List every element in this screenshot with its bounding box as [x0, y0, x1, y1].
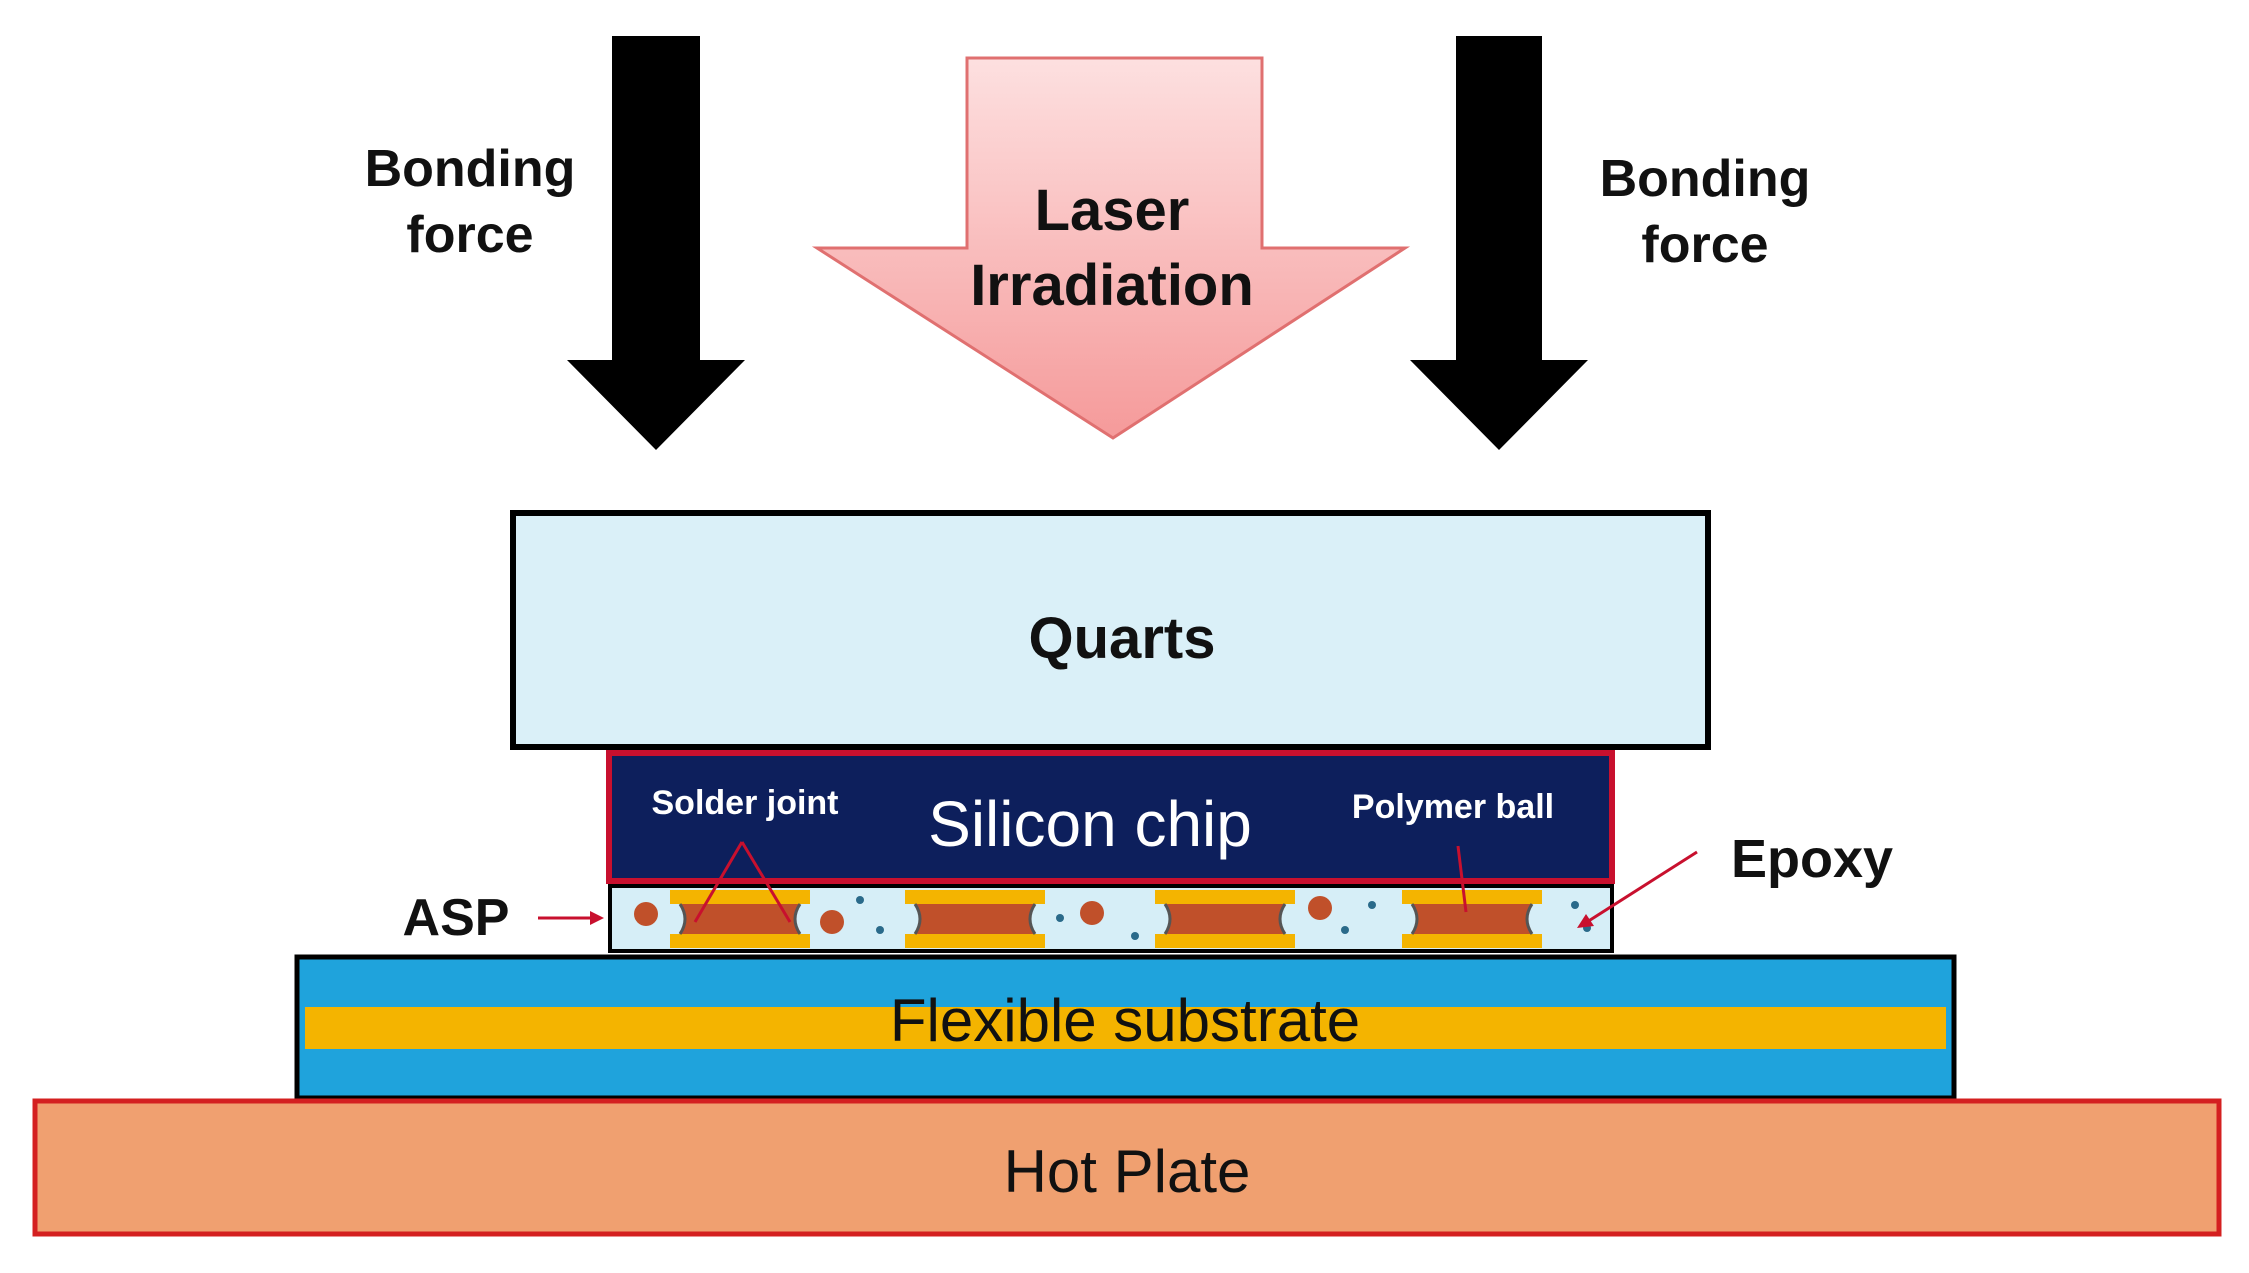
quarts-label: Quarts [1029, 606, 1216, 671]
polymer-ball-label: Polymer ball [1352, 788, 1554, 826]
epoxy-particle [1131, 932, 1139, 940]
laser-irradiation-arrow [811, 56, 1411, 440]
quarts-block [510, 510, 1711, 750]
solder-joint-edge [1163, 903, 1287, 935]
solder-pad-top [670, 890, 810, 904]
right-bonding-force-arrow [1410, 36, 1588, 450]
right-force-label-line1: Bonding [1600, 150, 1811, 208]
solder-joint-edge [1410, 903, 1534, 935]
asp-contents [634, 890, 1591, 948]
solder-joint [1412, 904, 1532, 934]
left-force-label-line1: Bonding [365, 140, 576, 198]
solder-joint [1165, 904, 1285, 934]
asp-label: ASP [403, 889, 510, 947]
solder-pad-bottom [1155, 934, 1295, 948]
epoxy-particle [1056, 914, 1064, 922]
polymer-ball-callout-line [1456, 845, 1468, 913]
solder-pad-bottom [670, 934, 810, 948]
epoxy-particle [1341, 926, 1349, 934]
hot-plate [32, 1098, 2222, 1237]
solder-pad-bottom [1402, 934, 1542, 948]
epoxy-particle [1571, 901, 1579, 909]
left-force-label-line2: force [406, 206, 533, 264]
solder-pad-top [1402, 890, 1542, 904]
flexible-substrate-core [305, 1007, 1946, 1049]
epoxy-particle [856, 896, 864, 904]
solder-pad-bottom [905, 934, 1045, 948]
polymer-ball [1080, 901, 1104, 925]
solder-joint-callout-line [693, 841, 744, 923]
solder-joint-label: Solder joint [652, 784, 839, 822]
flexible-substrate-label: Flexible substrate [890, 987, 1360, 1054]
left-bonding-force-arrow [567, 36, 745, 450]
laser-label-line1: Laser [1035, 178, 1190, 243]
solder-joint [680, 904, 800, 934]
polymer-ball [1308, 896, 1332, 920]
silicon-chip-label: Silicon chip [928, 788, 1252, 860]
solder-joint-edge [678, 903, 802, 935]
polymer-ball [634, 902, 658, 926]
hot-plate-label: Hot Plate [1004, 1138, 1251, 1205]
solder-joint-edge [913, 903, 1037, 935]
silicon-chip [606, 750, 1615, 884]
epoxy-callout-arrow-line [1586, 850, 1698, 924]
epoxy-particle [1368, 901, 1376, 909]
asp-callout-arrowhead [590, 911, 604, 925]
laser-label-line2: Irradiation [970, 253, 1254, 318]
solder-joint-callout-line [740, 841, 792, 923]
epoxy-particle [876, 926, 884, 934]
solder-pad-top [905, 890, 1045, 904]
polymer-ball [820, 910, 844, 934]
solder-joint [915, 904, 1035, 934]
epoxy-label: Epoxy [1731, 829, 1893, 889]
right-force-label-line2: force [1641, 216, 1768, 274]
solder-pad-top [1155, 890, 1295, 904]
epoxy-callout-arrowhead [1577, 914, 1594, 928]
